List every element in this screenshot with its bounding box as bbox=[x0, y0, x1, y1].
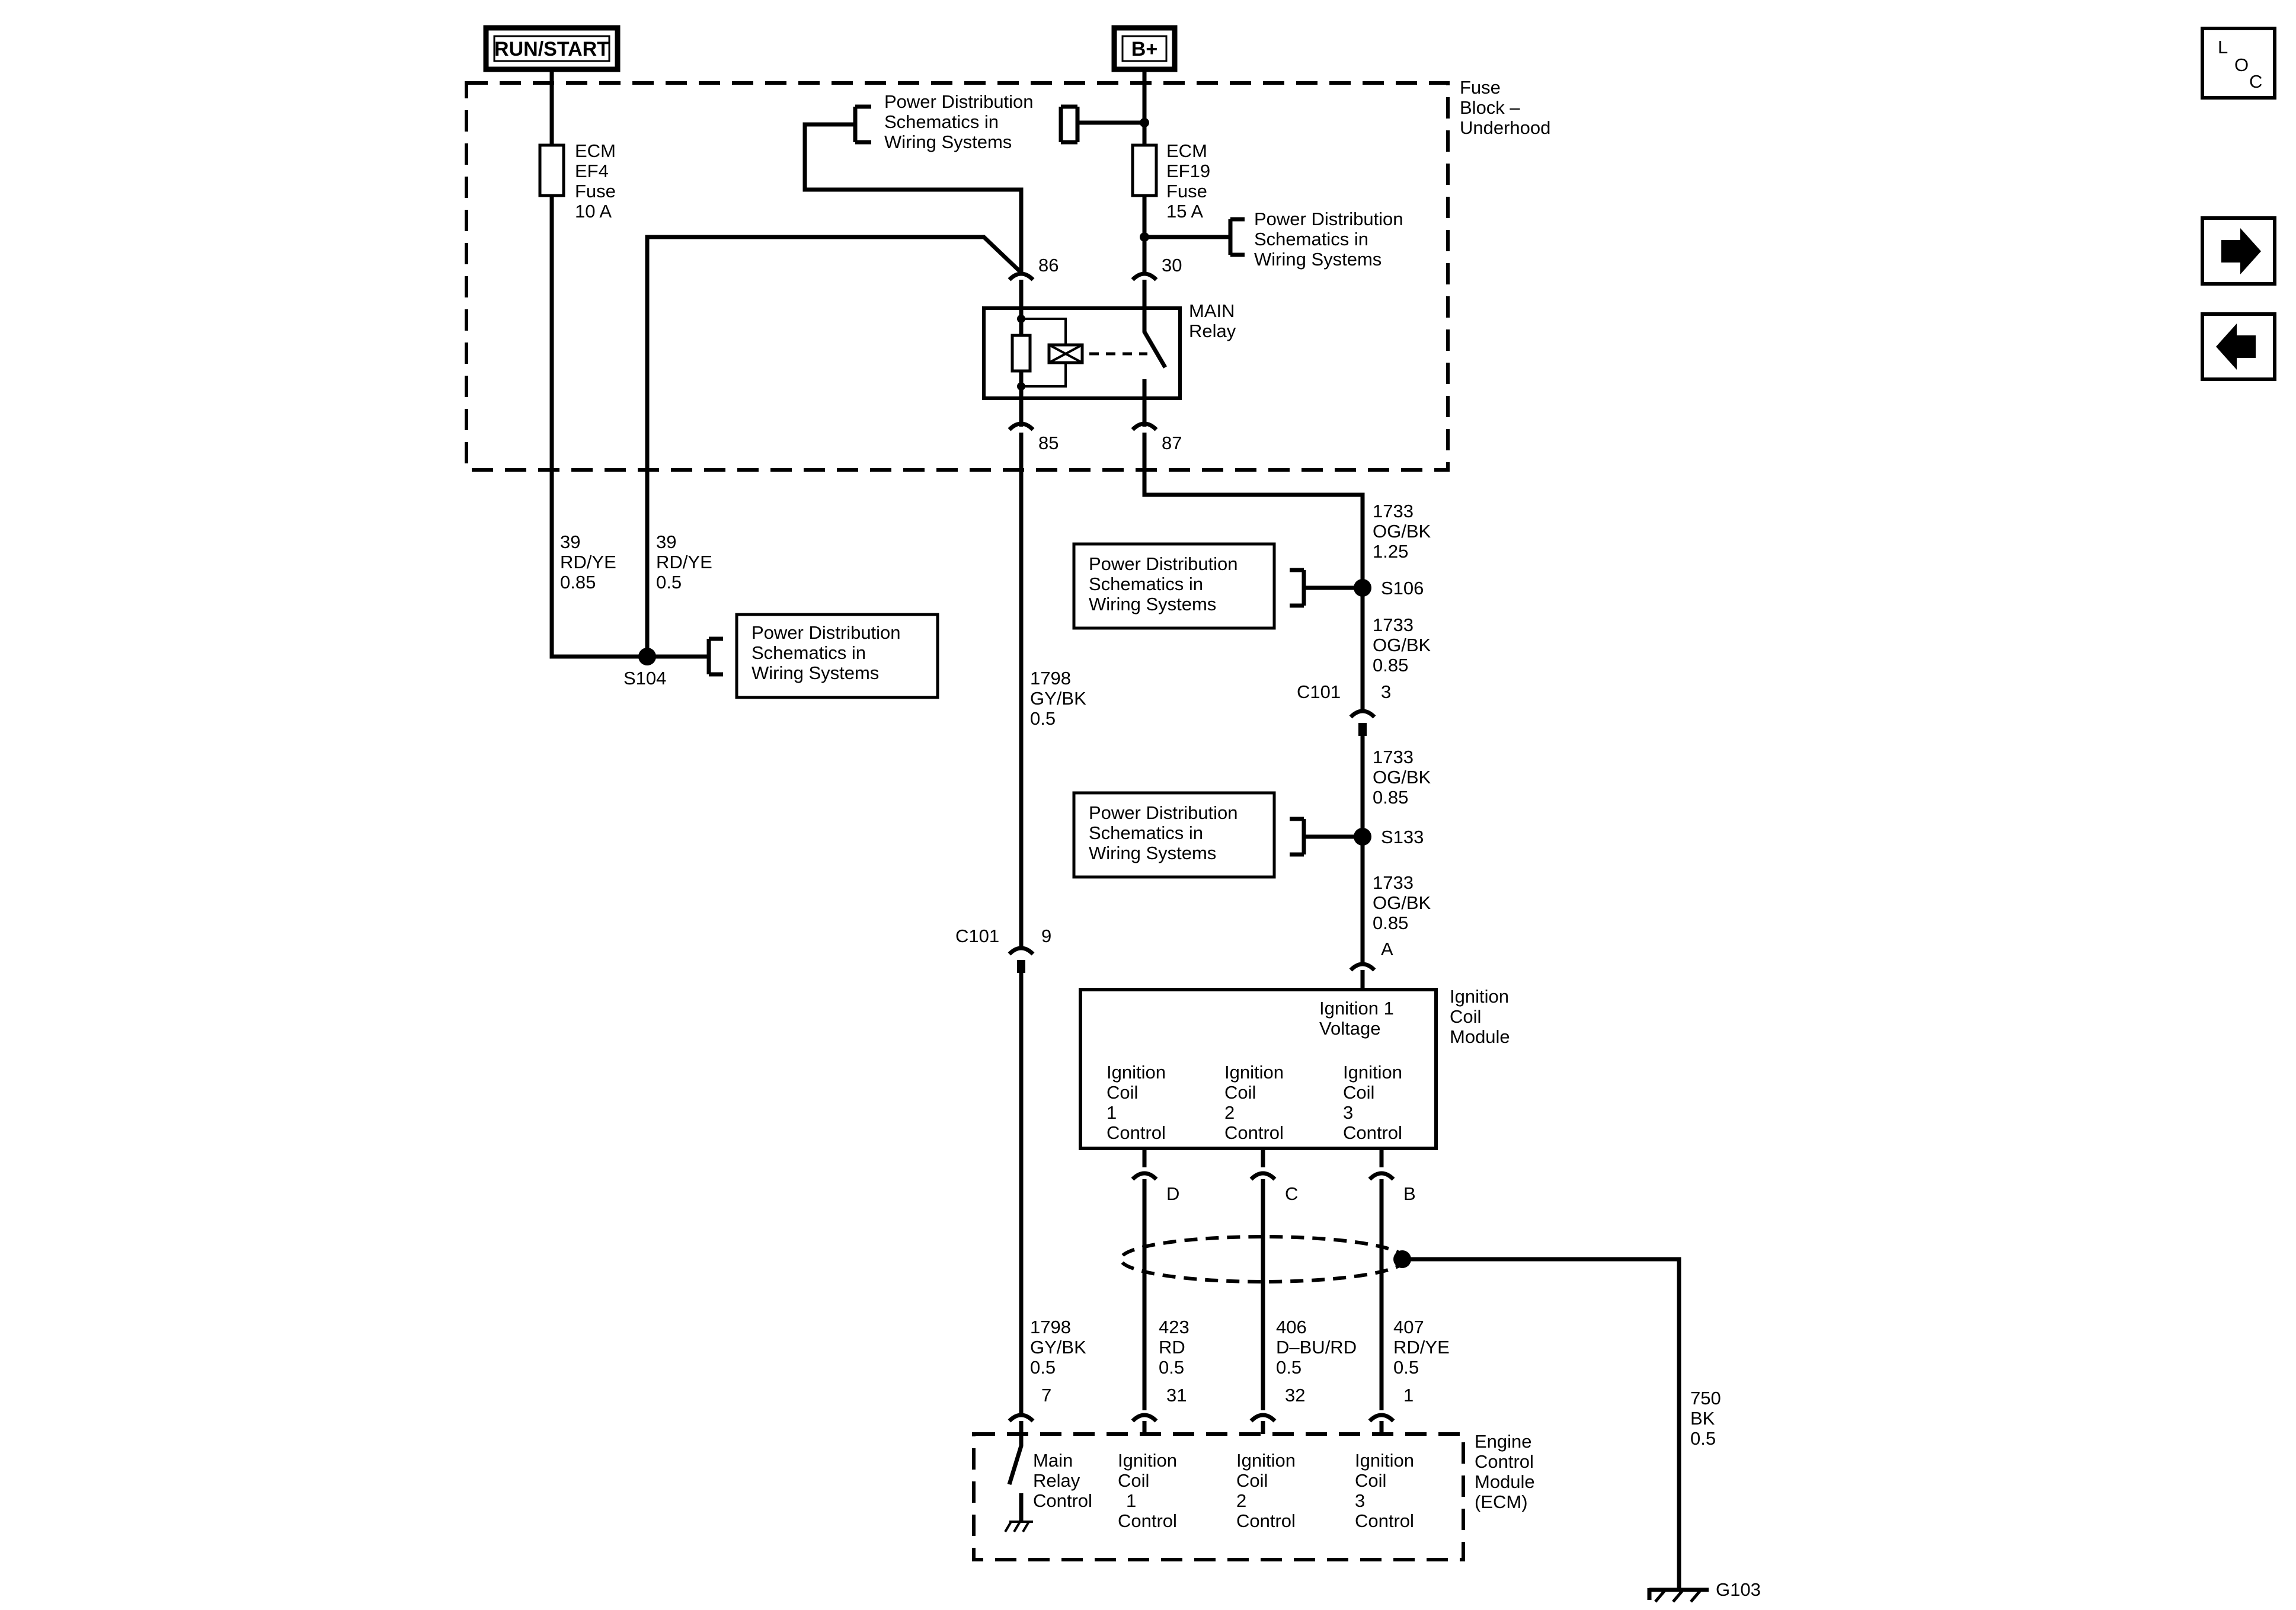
ecm-pin-31: 31 bbox=[1131, 1385, 1187, 1434]
arrow-right-icon bbox=[2221, 228, 2261, 274]
svg-text:Power Distribution Schem: Power Distribution Schematics in Wiring … bbox=[884, 91, 1038, 152]
wire-1733-b-label: 1733 OG/BK 0.85 bbox=[1373, 614, 1436, 676]
splice-s104-label: S104 bbox=[623, 668, 666, 689]
wire-1733-d-label: 1733 OG/BK 0.85 bbox=[1373, 872, 1436, 933]
back-button[interactable] bbox=[2201, 312, 2276, 381]
ecm-pin-32: 32 bbox=[1249, 1385, 1305, 1434]
power-dist-ref-s133[interactable]: Power Distribution Schematics in Wiring … bbox=[1072, 791, 1306, 879]
fuse-block-label: Fuse Block – Underhood bbox=[1460, 77, 1550, 138]
ign-module-pin-b: B bbox=[1368, 1148, 1416, 1204]
ecm-main-relay-label: Main Relay Control bbox=[1033, 1450, 1092, 1511]
svg-text:7: 7 bbox=[1041, 1385, 1051, 1406]
ign-voltage-label: Ignition 1 Voltage bbox=[1319, 998, 1399, 1039]
ground-g103-label: G103 bbox=[1716, 1579, 1761, 1600]
wire-1733-c-label: 1733 OG/BK 0.85 bbox=[1373, 747, 1436, 808]
relay-pin-30: 30 bbox=[1162, 255, 1182, 276]
ecm-boundary bbox=[972, 1432, 1465, 1561]
fuse-ef4-label: ECM EF4 Fuse 10 A bbox=[575, 140, 621, 222]
ign-coil1-label: Ignition Coil 1 Control bbox=[1107, 1062, 1171, 1143]
b-plus-label: B+ bbox=[1131, 38, 1157, 60]
run-start-label: RUN/START bbox=[494, 38, 609, 60]
ignition-coil-module-label: Ignition Coil Module bbox=[1450, 986, 1514, 1047]
ecm-coil1-label: Ignition Coil 1 Control bbox=[1118, 1450, 1182, 1531]
ecm-coil2-label: Ignition Coil 2 Control bbox=[1236, 1450, 1301, 1531]
main-relay: 86 30 85 87 MAIN Relay bbox=[982, 255, 1240, 453]
ign-coil3-label: Ignition Coil 3 Control bbox=[1343, 1062, 1408, 1143]
ecm-pin-1: 1 bbox=[1368, 1385, 1414, 1434]
wire-1798-a-label: 1798 GY/BK 0.5 bbox=[1030, 668, 1091, 729]
forward-button[interactable] bbox=[2201, 216, 2276, 286]
svg-text:1: 1 bbox=[1403, 1385, 1414, 1406]
ign-module-pin-d: D bbox=[1131, 1148, 1179, 1204]
fuse-ef4 bbox=[538, 143, 565, 197]
svg-text:A: A bbox=[1381, 939, 1393, 959]
b-plus-source: B+ bbox=[1111, 25, 1178, 72]
power-dist-ref-s104[interactable]: Power Distribution Schematics in Wiring … bbox=[706, 613, 939, 699]
svg-text:C: C bbox=[1285, 1183, 1298, 1204]
wire-1733-a-label: 1733 OG/BK 1.25 bbox=[1373, 501, 1436, 562]
fuse-ef19-label: ECM EF19 Fuse 15 A bbox=[1166, 140, 1216, 222]
svg-text:31: 31 bbox=[1166, 1385, 1187, 1406]
ground-g103-icon bbox=[1647, 1587, 1709, 1603]
connector-c101-pin9: C101 9 bbox=[955, 926, 1051, 973]
svg-text:3: 3 bbox=[1381, 681, 1391, 702]
ecm-coil3-label: Ignition Coil 3 Control bbox=[1355, 1450, 1419, 1531]
ignition-coil-module: Ignition 1 Voltage Ignition Coil 1 Contr… bbox=[1079, 988, 1438, 1150]
run-start-source: RUN/START bbox=[483, 25, 621, 72]
svg-text:Power Distribution Schem: Power Distribution Schematics in Wiring … bbox=[1254, 209, 1408, 270]
power-dist-ref-s106[interactable]: Power Distribution Schematics in Wiring … bbox=[1072, 542, 1306, 630]
svg-text:C: C bbox=[2249, 71, 2262, 92]
relay-pin-85: 85 bbox=[1038, 433, 1059, 453]
svg-text:9: 9 bbox=[1041, 926, 1051, 946]
ecm-main-relay-switch bbox=[1004, 1421, 1033, 1533]
ecm-label: Engine Control Module (ECM) bbox=[1475, 1431, 1540, 1512]
wire-423-label: 423 RD 0.5 bbox=[1159, 1317, 1194, 1378]
main-relay-label: MAIN Relay bbox=[1189, 300, 1240, 341]
ecm-pin-7: 7 bbox=[1008, 1385, 1051, 1423]
wire-407-label: 407 RD/YE 0.5 bbox=[1393, 1317, 1454, 1378]
fuse-block-boundary bbox=[465, 81, 1450, 472]
relay-pin-86: 86 bbox=[1038, 255, 1059, 276]
wire-39-a-label: 39 RD/YE 0.85 bbox=[560, 532, 621, 593]
svg-text:D: D bbox=[1166, 1183, 1179, 1204]
ign-coil2-label: Ignition Coil 2 Control bbox=[1224, 1062, 1289, 1143]
wire-39-b-label: 39 RD/YE 0.5 bbox=[656, 532, 717, 593]
splice-s106-label: S106 bbox=[1381, 578, 1424, 598]
svg-text:B: B bbox=[1403, 1183, 1416, 1204]
wire-750-label: 750 BK 0.5 bbox=[1690, 1388, 1726, 1449]
svg-text:Power Distribution Schem: Power Distribution Schematics in Wiring … bbox=[1089, 553, 1243, 614]
power-dist-ref-ef19[interactable]: Power Distribution Schematics in Wiring … bbox=[1228, 209, 1408, 270]
connector-c101-pin3: C101 3 bbox=[1297, 681, 1391, 736]
svg-text:C101: C101 bbox=[1297, 681, 1341, 702]
svg-text:L: L bbox=[2218, 37, 2228, 57]
svg-text:O: O bbox=[2234, 55, 2249, 75]
svg-text:Power Distribution Schem: Power Distribution Schematics in Wiring … bbox=[1089, 802, 1243, 863]
power-dist-ref-top[interactable]: Power Distribution Schematics in Wiring … bbox=[802, 91, 1080, 273]
svg-text:C101: C101 bbox=[955, 926, 999, 946]
wire-1798-b-label: 1798 GY/BK 0.5 bbox=[1030, 1317, 1091, 1378]
wire-406-label: 406 D–BU/RD 0.5 bbox=[1276, 1317, 1362, 1378]
splice-s133-label: S133 bbox=[1381, 827, 1424, 847]
fuse-ef19 bbox=[1131, 143, 1158, 197]
loc-button[interactable]: L O C bbox=[2201, 27, 2276, 100]
svg-text:32: 32 bbox=[1285, 1385, 1305, 1406]
relay-pin-87: 87 bbox=[1162, 433, 1182, 453]
ign-module-pin-a: A bbox=[1349, 939, 1393, 990]
ign-module-pin-c: C bbox=[1249, 1148, 1298, 1204]
splice-s104 bbox=[638, 648, 656, 665]
arrow-left-icon bbox=[2216, 324, 2256, 370]
svg-text:Power Distribution Schem: Power Distribution Schematics in Wiring … bbox=[752, 622, 906, 683]
